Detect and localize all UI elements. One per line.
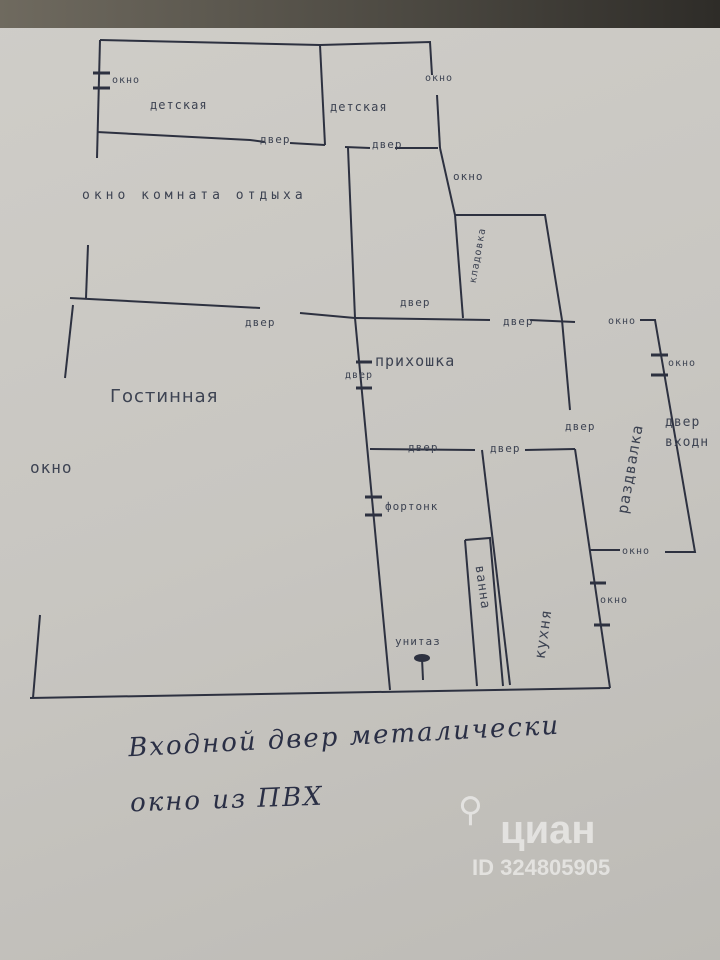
door-label: двер <box>372 138 403 151</box>
door-label: двер <box>490 442 521 455</box>
door-label: двер <box>565 420 596 433</box>
door-label: двер <box>408 441 439 454</box>
room-label-living: Гостинная <box>110 386 219 407</box>
room-label-hall: прихошка <box>375 352 456 370</box>
window-marks <box>93 71 668 627</box>
room-label-rest: окно комната отдыха <box>82 188 307 203</box>
window-label: окно <box>30 458 73 477</box>
window-label: окно <box>600 595 629 606</box>
window-label: окно <box>425 73 454 84</box>
door-label: двер <box>245 316 276 329</box>
door-label: двер <box>503 315 534 328</box>
room-label-kids2: детская <box>330 100 388 114</box>
vent-label: фортонк <box>385 500 439 513</box>
door-label: двер <box>345 370 374 381</box>
entry-door-label: двер входн <box>665 415 710 450</box>
background-surface <box>0 0 720 28</box>
watermark-brand: циан <box>500 808 596 852</box>
room-label-toilet: унитаз <box>395 635 441 648</box>
window-label: окно <box>453 170 484 183</box>
pin-icon: ⚲ <box>458 791 483 829</box>
window-label: окно <box>608 316 637 327</box>
watermark-id: ID 324805905 <box>472 855 611 880</box>
room-label-kids1: детская <box>150 98 208 112</box>
door-label: двер <box>400 296 431 309</box>
door-label: двер <box>260 133 291 146</box>
window-label: окно <box>622 546 651 557</box>
walls <box>29 39 697 699</box>
window-label: окно <box>112 75 141 86</box>
toilet-icon <box>414 654 430 681</box>
window-label: окно <box>668 358 697 369</box>
